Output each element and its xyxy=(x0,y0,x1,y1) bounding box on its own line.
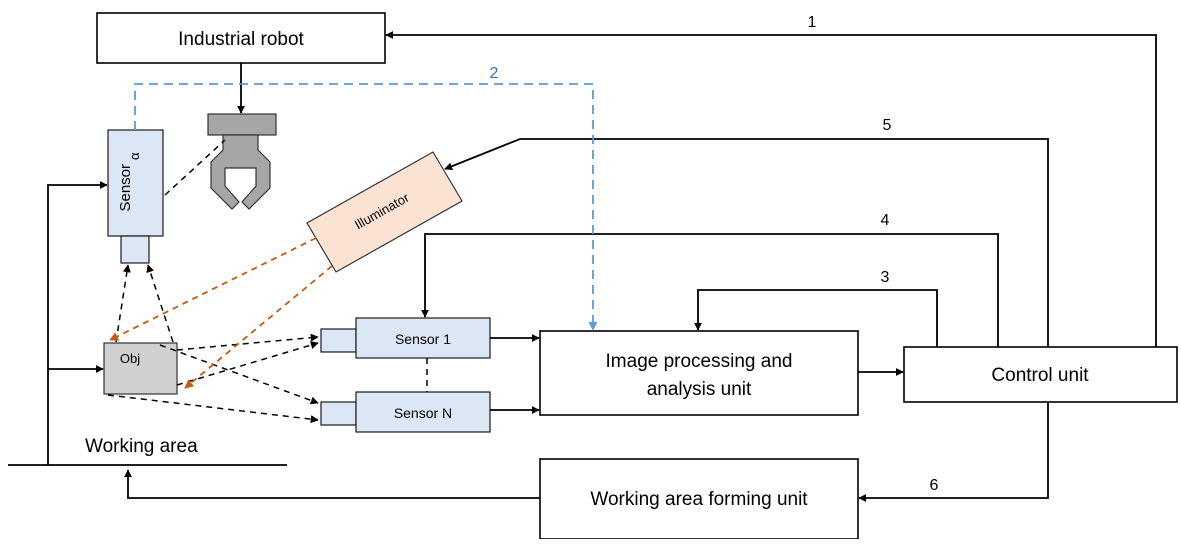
blue-link xyxy=(134,83,598,331)
sensor-alpha: Sensorα xyxy=(107,129,164,264)
connection-number-2: 2 xyxy=(490,65,499,82)
connection-number-1: 1 xyxy=(808,14,817,31)
object: Obj xyxy=(103,342,178,395)
gripper xyxy=(207,113,277,210)
working-area: Working area xyxy=(8,436,287,466)
industrial-robot-block: Industrial robot xyxy=(96,12,386,64)
control-unit: Control unit xyxy=(903,346,1178,403)
sensor-1: Sensor 1 xyxy=(320,317,491,359)
connection-numbers: 1 2 3 4 5 6 xyxy=(490,14,939,494)
connection-number-5: 5 xyxy=(883,117,892,134)
sensor-1-label: Sensor 1 xyxy=(395,331,451,347)
dashed-connections xyxy=(107,139,428,424)
working-area-label: Working area xyxy=(85,436,198,457)
light-rays xyxy=(109,237,333,389)
connection-number-6: 6 xyxy=(930,477,939,494)
image-unit-label-line2: analysis unit xyxy=(647,379,752,400)
image-unit-label-line1: Image processing and xyxy=(606,351,793,372)
sensor-n-label: Sensor N xyxy=(394,405,452,421)
connection-number-3: 3 xyxy=(881,269,890,286)
object-label: Obj xyxy=(120,351,140,366)
solid-connections xyxy=(47,31,1157,502)
working-area-forming-unit: Working area forming unit xyxy=(539,458,859,540)
illuminator: Illuminator xyxy=(306,151,463,273)
sensor-n: Sensor N xyxy=(320,391,491,433)
image-processing-unit: Image processing and analysis unit xyxy=(539,330,859,416)
industrial-robot-label: Industrial robot xyxy=(178,29,304,50)
working-area-forming-unit-label: Working area forming unit xyxy=(590,489,808,510)
sensor-alpha-label: Sensorα xyxy=(117,152,142,212)
connection-number-4: 4 xyxy=(881,212,890,229)
control-unit-label: Control unit xyxy=(991,365,1089,386)
